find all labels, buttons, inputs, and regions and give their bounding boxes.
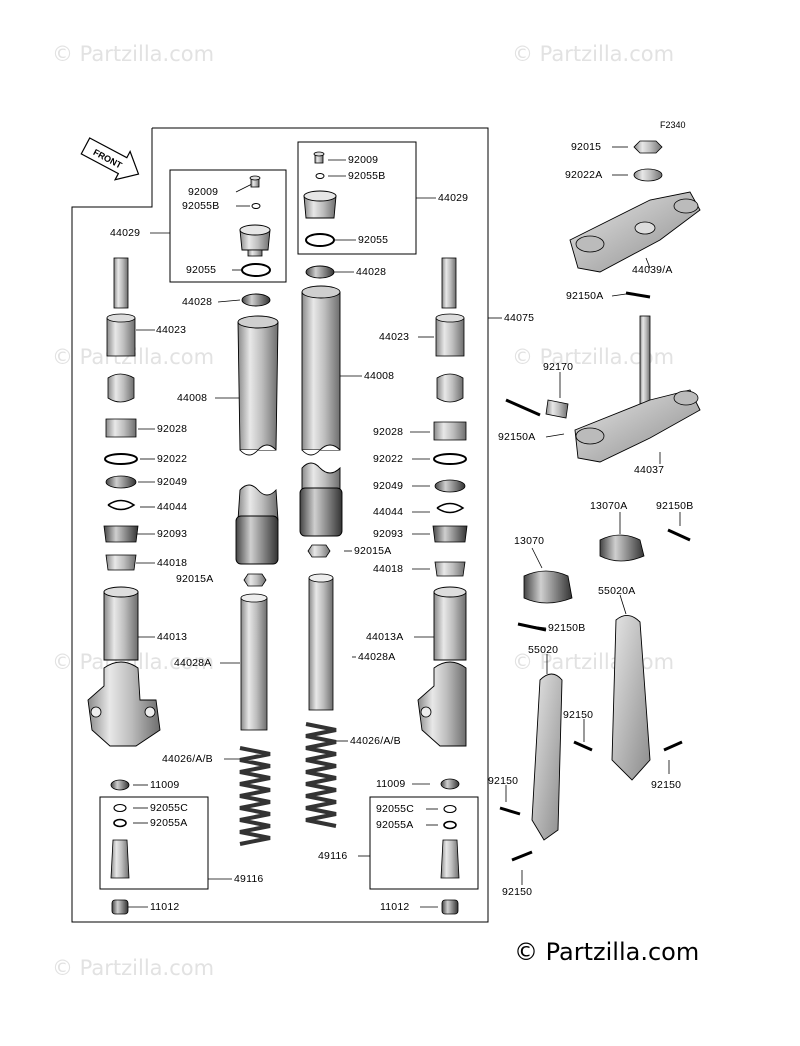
part-label: 92150B: [548, 622, 586, 634]
part-label: 44008: [177, 392, 208, 404]
part-label: 44029: [438, 192, 469, 204]
part-label: 44023: [379, 331, 410, 343]
part-label: 44028A: [358, 651, 396, 663]
part-label: 92150: [502, 886, 533, 898]
part-label: 92022A: [565, 169, 603, 181]
part-label: 44028: [356, 266, 387, 278]
part-label: 92150A: [566, 290, 604, 302]
part-label: 92150B: [656, 500, 694, 512]
part-label: 55020A: [598, 585, 636, 597]
figure-code: F2340: [660, 120, 686, 130]
watermark: © Partzilla.com: [52, 42, 215, 66]
part-label: 92055A: [376, 819, 414, 831]
watermark: © Partzilla.com: [512, 42, 675, 66]
triple-clamp-parts: [505, 140, 701, 632]
leader-lines: [127, 146, 681, 908]
part-label: 49116: [234, 873, 264, 885]
part-label: 44013: [157, 631, 188, 643]
part-label: 92022: [157, 453, 188, 465]
part-label: 44029: [110, 227, 141, 239]
part-label: 92150: [488, 775, 519, 787]
part-label: 11012: [380, 901, 410, 913]
part-label: 92150A: [498, 431, 536, 443]
part-label: 92015: [571, 141, 602, 153]
part-label: 44039/A: [632, 264, 673, 276]
middle-fork-parts: [299, 151, 343, 828]
copyright-logo: © Partzilla.com: [514, 938, 700, 966]
part-label: 11009: [376, 778, 406, 790]
part-label: 44023: [156, 324, 187, 336]
part-label: 92049: [373, 480, 404, 492]
part-label: 44044: [373, 506, 404, 518]
part-label: 13070A: [590, 500, 628, 512]
part-label: 44008: [364, 370, 395, 382]
left-fork-parts: [87, 175, 279, 915]
part-label: 92055B: [348, 170, 386, 182]
part-label: 55020: [528, 644, 559, 656]
part-label: 92049: [157, 476, 188, 488]
part-label: 92009: [188, 186, 219, 198]
part-label: 44026/A/B: [350, 735, 401, 747]
part-label: 44028: [182, 296, 213, 308]
part-label: 44075: [504, 312, 535, 324]
part-label: 92009: [348, 154, 379, 166]
part-label: 92015A: [176, 573, 214, 585]
assembly-outline: [71, 127, 489, 923]
part-label: 44026/A/B: [162, 753, 213, 765]
part-label: 92055B: [182, 200, 220, 212]
part-label: 92055C: [376, 803, 414, 815]
part-label: 92055: [186, 264, 217, 276]
part-label: 92015A: [354, 545, 392, 557]
part-label: 92022: [373, 453, 404, 465]
fork-guard-parts: [499, 615, 683, 862]
part-label: 92093: [373, 528, 404, 540]
part-label: 92028: [373, 426, 404, 438]
part-label: 11009: [150, 779, 180, 791]
part-label: 44037: [634, 464, 665, 476]
right-fork-parts: [417, 257, 468, 915]
part-label: 44028A: [174, 657, 212, 669]
part-label: 44018: [373, 563, 404, 575]
part-label: 44044: [157, 501, 188, 513]
part-label: 92055: [358, 234, 389, 246]
part-label: 44018: [157, 557, 188, 569]
watermark: © Partzilla.com: [512, 650, 675, 674]
part-label: 92150: [563, 709, 594, 721]
part-label: 11012: [150, 901, 180, 913]
part-label: 13070: [514, 535, 545, 547]
part-label: 92028: [157, 423, 188, 435]
front-arrow-icon: FRONT: [80, 137, 140, 181]
part-label: 92150: [651, 779, 682, 791]
part-label: 92093: [157, 528, 188, 540]
part-label: 49116: [318, 850, 348, 862]
part-label: 92055C: [150, 802, 188, 814]
watermark: © Partzilla.com: [52, 956, 215, 980]
part-label: 44013A: [366, 631, 404, 643]
part-label: 92170: [543, 361, 574, 373]
part-label: 92055A: [150, 817, 188, 829]
